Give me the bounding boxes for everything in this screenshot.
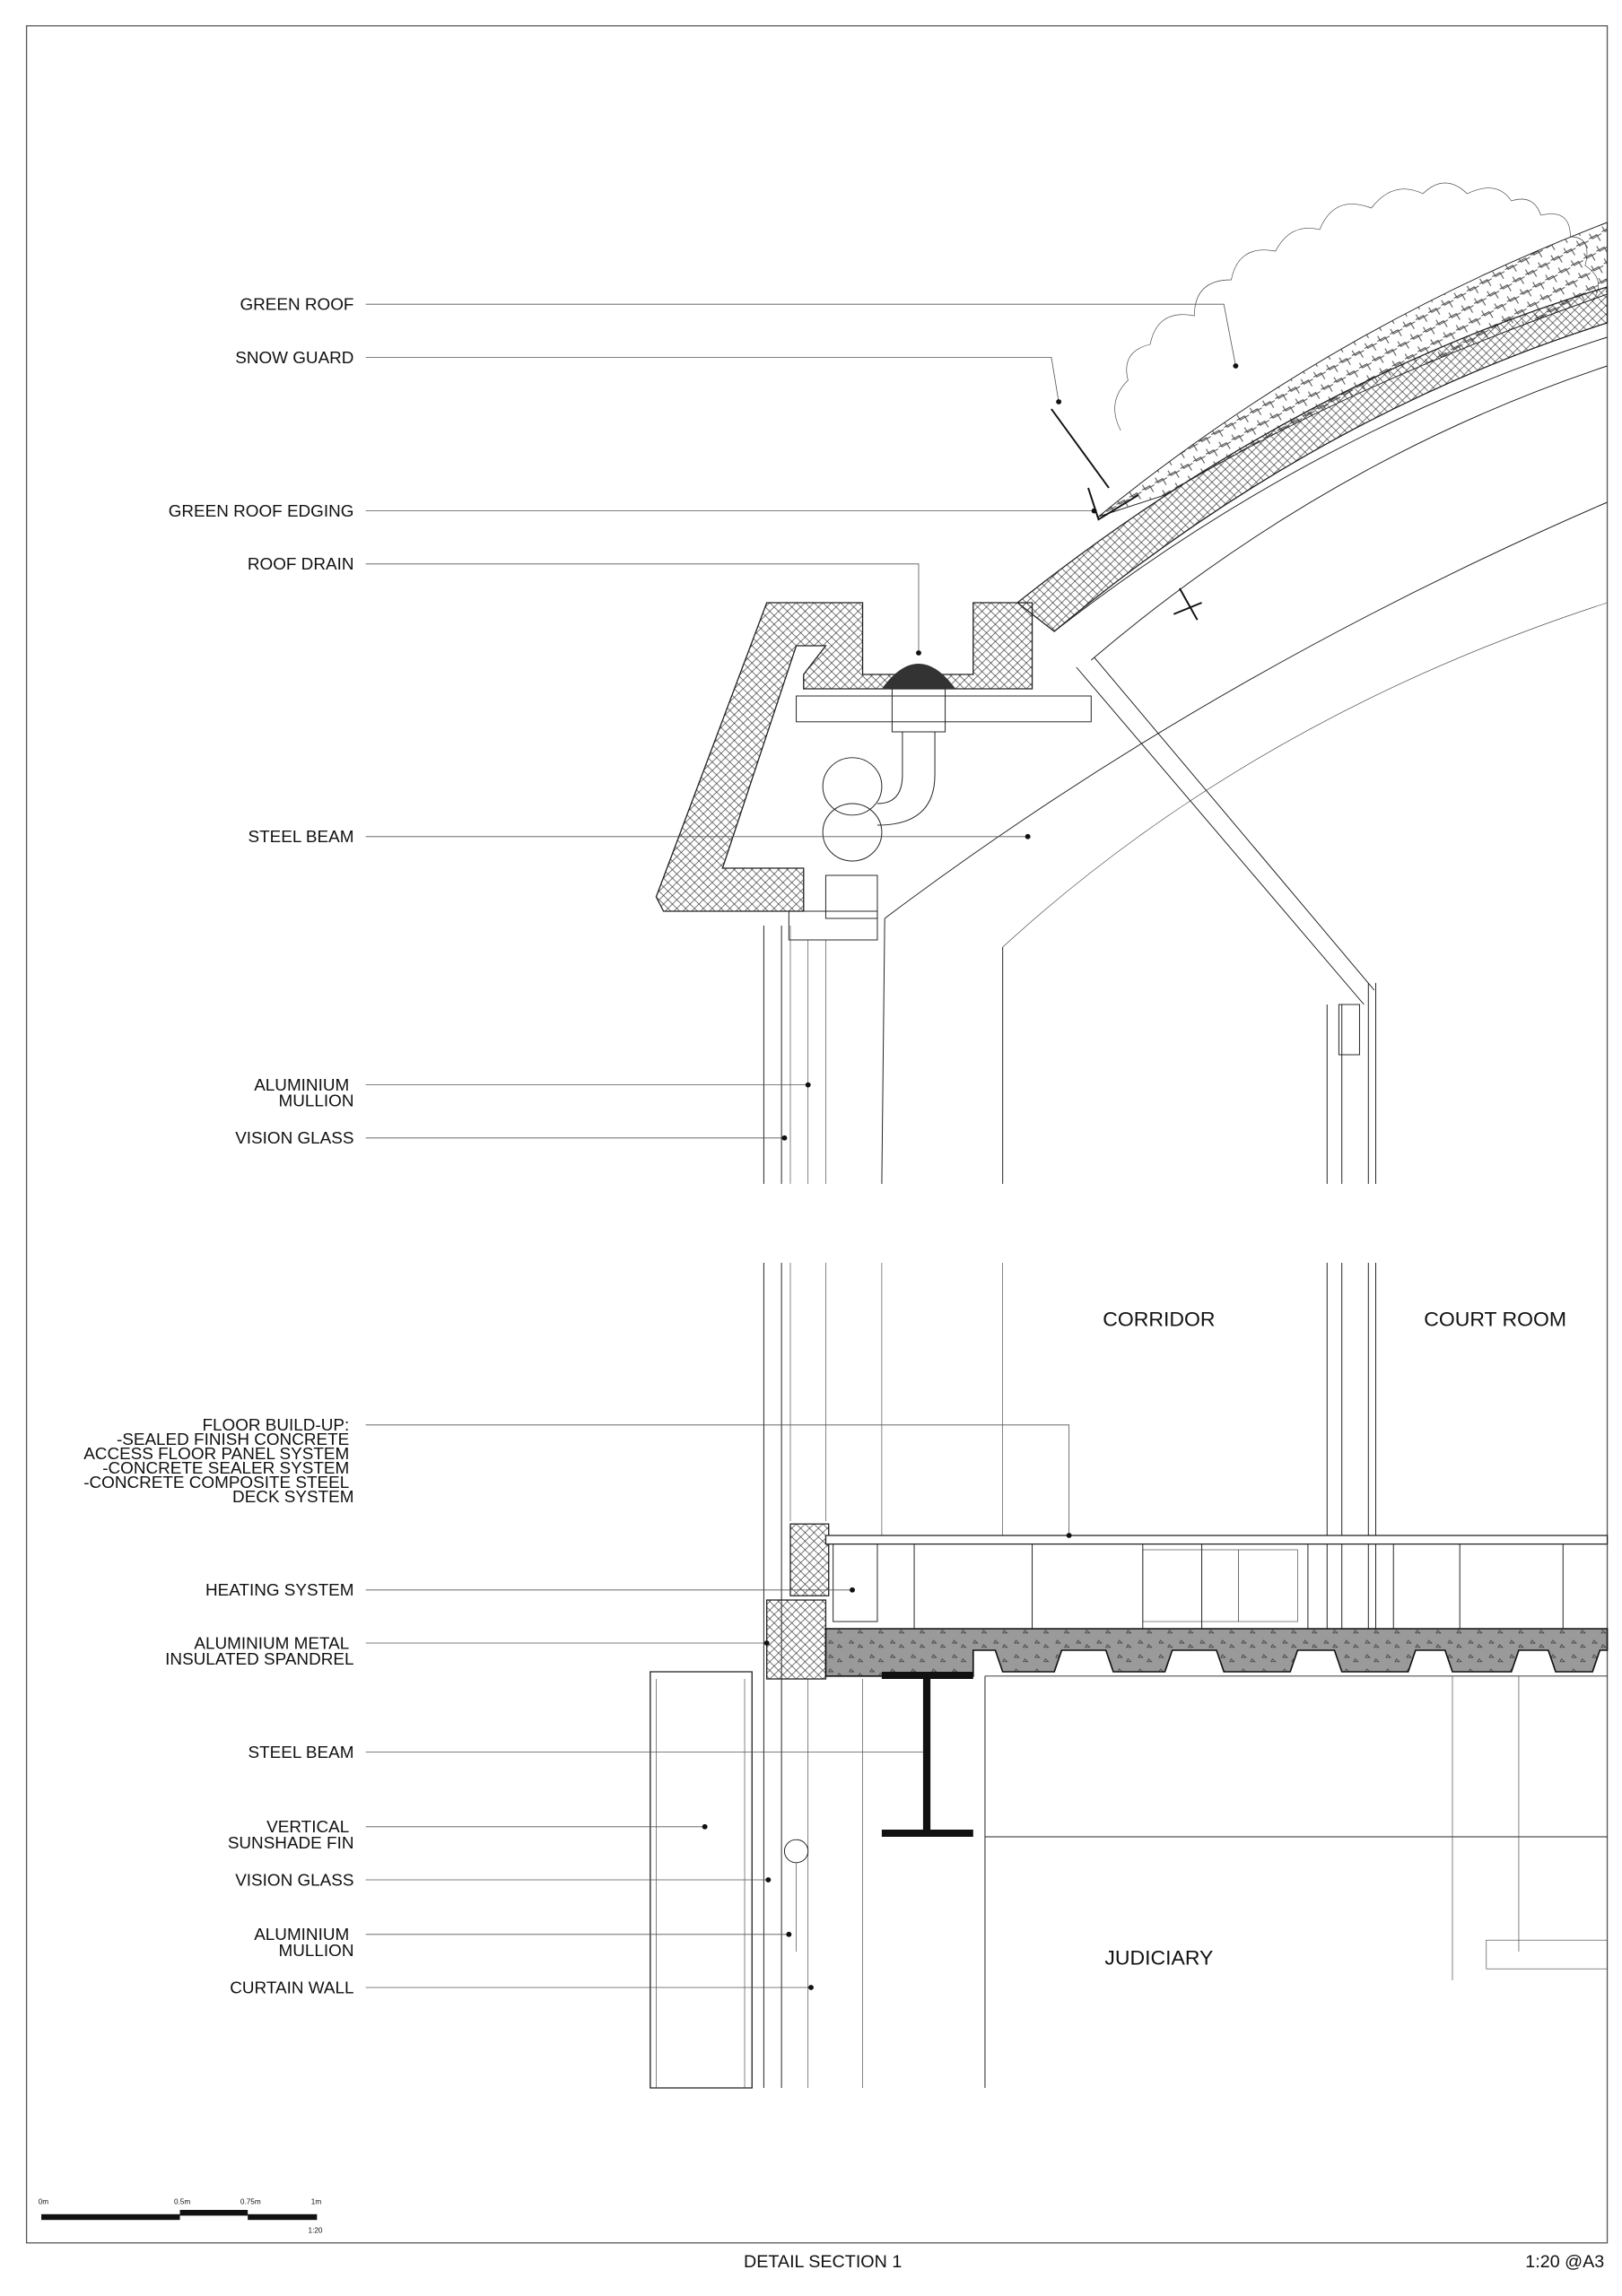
drawing-scale: 1:20 @A3 <box>1525 2252 1604 2272</box>
ceiling <box>984 1675 1608 2088</box>
scale-tick-1: 1m <box>311 2198 322 2206</box>
gutter-channel <box>796 695 1092 723</box>
heating-unit <box>833 1542 878 1622</box>
label-aluminium-mullion-lower: ALUMINIUM MULLION <box>254 1925 353 1959</box>
scale-bar: 0m 0.5m 0.75m 1m 1:20 <box>39 2198 323 2235</box>
label-green-roof-edging: GREEN ROOF EDGING <box>169 501 354 520</box>
brace-connection <box>1338 1004 1360 1056</box>
label-steel-beam-lower: STEEL BEAM <box>249 1743 354 1761</box>
drain-pipe <box>822 757 883 816</box>
label-heating-system: HEATING SYSTEM <box>205 1580 353 1599</box>
window-head-frame <box>788 910 878 941</box>
green-roof-edging <box>1087 487 1139 521</box>
downlight <box>783 1839 809 1864</box>
snow-guard <box>1051 408 1110 489</box>
scale-tick-0: 0m <box>39 2198 49 2206</box>
label-vision-glass-lower: VISION GLASS <box>235 1871 353 1890</box>
label-snow-guard: SNOW GUARD <box>235 348 353 367</box>
leader-lines <box>365 303 1239 1990</box>
upper-mullions <box>763 926 1343 1184</box>
label-steel-beam-upper: STEEL BEAM <box>249 827 354 846</box>
label-sunshade-fin: VERTICAL SUNSHADE FIN <box>228 1817 354 1851</box>
diagonal-brace <box>1076 657 1375 1005</box>
steel-clip <box>1173 587 1202 621</box>
roof-insulation-layer <box>1016 286 1609 632</box>
inner-arch <box>884 501 1608 919</box>
scale-ratio: 1:20 <box>309 2227 323 2235</box>
green-roof-soil-layer <box>1098 222 1609 517</box>
scale-tick-05: 0.5m <box>174 2198 190 2206</box>
label-curtain-wall: CURTAIN WALL <box>230 1979 353 1997</box>
scale-tick-075: 0.75m <box>240 2198 261 2206</box>
spandrel-panel <box>789 1523 830 1596</box>
roof-drain <box>881 664 956 689</box>
room-label-corridor: CORRIDOR <box>1103 1308 1215 1331</box>
vegetation-outline <box>1114 182 1600 431</box>
sheet-border <box>25 25 1609 2244</box>
steel-beam <box>881 1672 973 1837</box>
label-spandrel: ALUMINIUM METAL INSULATED SPANDREL <box>165 1634 353 1668</box>
drawing-title: DETAIL SECTION 1 <box>744 2252 902 2272</box>
floor-pedestals <box>913 1544 1564 1629</box>
lower-mullions <box>763 1263 1377 2088</box>
access-floor <box>824 1535 1609 1545</box>
room-label-court-room: COURT ROOM <box>1424 1308 1566 1331</box>
concrete-slab <box>824 1628 1609 1677</box>
room-label-judiciary: JUDICIARY <box>1104 1946 1213 1970</box>
parapet <box>655 602 1033 912</box>
label-vision-glass-upper: VISION GLASS <box>235 1128 353 1147</box>
label-green-roof: GREEN ROOF <box>240 295 353 314</box>
label-aluminium-mullion-upper: ALUMINIUM MULLION <box>254 1075 353 1109</box>
label-floor-buildup: FLOOR BUILD-UP: -SEALED FINISH CONCRETE … <box>83 1415 353 1506</box>
label-roof-drain: ROOF DRAIN <box>248 554 354 573</box>
